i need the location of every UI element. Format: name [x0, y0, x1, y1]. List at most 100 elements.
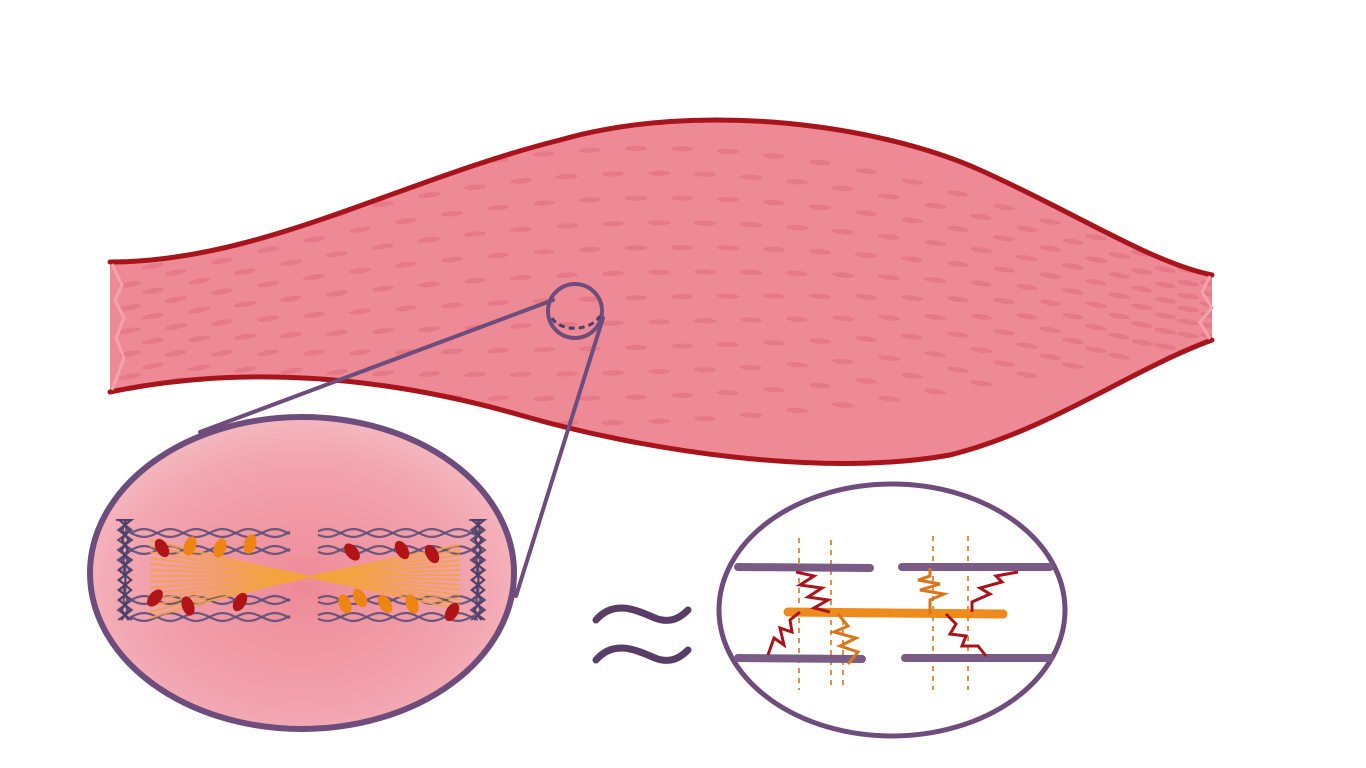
striation-mark — [602, 270, 624, 277]
striation-mark — [855, 294, 877, 300]
striation-mark — [372, 243, 394, 250]
striation-mark — [326, 408, 348, 415]
striation-mark — [947, 331, 969, 338]
striation-mark — [1131, 268, 1153, 275]
myosin-head — [147, 589, 163, 607]
striation-mark — [579, 246, 601, 253]
striation-mark — [947, 261, 969, 268]
striation-mark — [349, 390, 371, 397]
striation-mark — [372, 285, 394, 292]
striation-mark — [441, 210, 463, 217]
striation-mark — [395, 218, 417, 225]
striation-mark — [142, 337, 164, 345]
striation-mark — [970, 247, 992, 254]
striation-mark — [740, 174, 762, 180]
striation-mark — [947, 190, 969, 197]
striation-mark — [441, 302, 463, 309]
striation-mark — [280, 367, 302, 375]
striation-mark — [1016, 342, 1038, 349]
striation-mark — [303, 274, 325, 281]
striation-mark — [1108, 353, 1130, 360]
striation-mark — [234, 366, 256, 373]
striation-mark — [694, 220, 716, 226]
striation-mark — [763, 386, 785, 393]
striation-mark — [510, 323, 532, 329]
myosin-head — [352, 588, 368, 608]
striation-mark — [556, 272, 578, 278]
striation-mark — [211, 380, 233, 388]
striation-mark — [533, 200, 555, 206]
striation-mark — [119, 281, 141, 288]
striation-mark — [533, 249, 555, 255]
striation-mark — [717, 341, 739, 348]
striation-mark — [418, 192, 440, 198]
striation-mark — [1177, 318, 1199, 326]
striation-mark — [717, 245, 739, 251]
striation-mark — [763, 200, 785, 206]
striation-mark — [211, 257, 233, 265]
striation-mark — [211, 319, 233, 326]
striation-mark — [487, 395, 509, 401]
striation-mark — [395, 305, 417, 312]
striation-mark — [648, 220, 670, 226]
striation-mark — [280, 259, 302, 266]
striation-mark — [970, 213, 992, 220]
striation-mark — [1200, 322, 1212, 330]
striation-mark — [533, 395, 555, 402]
striation-mark — [671, 195, 693, 201]
striation-mark — [993, 235, 1015, 242]
striation-mark — [947, 366, 969, 373]
striation-mark — [901, 372, 923, 379]
striation-mark — [257, 315, 279, 322]
striation-mark — [648, 418, 670, 424]
striation-mark — [234, 399, 256, 406]
striation-mark — [418, 281, 440, 288]
spring-orange-2 — [917, 568, 950, 614]
striation-mark — [740, 269, 762, 275]
striation-mark — [188, 277, 210, 285]
striation-mark — [441, 256, 463, 263]
striation-mark — [970, 347, 992, 354]
striation-mark — [993, 266, 1015, 273]
striation-mark — [165, 242, 187, 249]
striation-mark — [1177, 331, 1199, 339]
striation-mark — [924, 388, 946, 395]
striation-mark — [717, 148, 739, 154]
striation-mark — [257, 246, 279, 253]
striation-mark — [671, 392, 693, 398]
striation-mark — [1108, 272, 1130, 279]
striation-mark — [1154, 343, 1176, 350]
striation-mark — [1108, 252, 1130, 259]
striation-mark — [740, 412, 762, 418]
striation-mark — [924, 314, 946, 321]
striation-mark — [625, 394, 647, 400]
striation-mark — [855, 252, 877, 258]
striation-mark — [1062, 337, 1084, 345]
striation-mark — [1085, 234, 1107, 241]
striation-mark — [556, 173, 578, 180]
striation-mark — [1039, 353, 1061, 360]
striation-mark — [671, 244, 693, 251]
striation-mark — [1131, 285, 1153, 293]
striation-mark — [395, 261, 417, 268]
striation-mark — [349, 226, 371, 233]
striation-mark — [234, 268, 256, 275]
striation-mark — [349, 267, 371, 274]
approximately-equal-symbol — [592, 604, 692, 664]
striation-mark — [878, 355, 900, 361]
striation-mark — [832, 358, 854, 365]
striation-mark — [1108, 292, 1130, 299]
striation-mark — [625, 295, 647, 301]
striation-mark — [1154, 266, 1176, 273]
actin-strand — [129, 611, 291, 623]
striation-mark — [188, 393, 210, 400]
striation-mark — [878, 395, 900, 402]
striation-mark — [1062, 362, 1084, 369]
spring-red-3 — [970, 570, 1019, 612]
striation-mark — [464, 231, 486, 237]
striation-mark — [510, 226, 532, 233]
striation-mark — [878, 193, 900, 200]
striation-mark — [625, 344, 647, 351]
striation-mark — [648, 269, 670, 275]
striation-mark — [740, 317, 762, 323]
